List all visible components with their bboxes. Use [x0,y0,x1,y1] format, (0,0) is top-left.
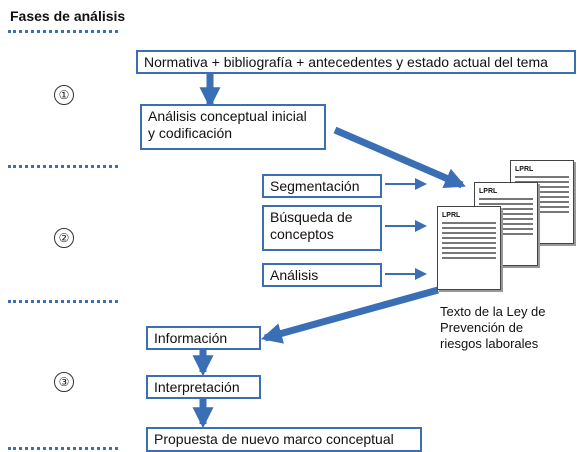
phase-1-marker: ① [54,85,74,105]
document-caption-line-1: Texto de la Ley de [440,304,546,319]
page-title: Fases de análisis [10,8,126,24]
phase-3-marker: ③ [54,372,74,392]
document-page-front: LPRL [437,206,501,290]
informacion-box: Información [146,326,261,350]
separator-bottom [8,447,118,450]
document-caption-line-2: Prevención de [440,320,524,335]
phase-2-marker: ② [54,228,74,248]
document-header: LPRL [479,188,498,195]
document-caption: Texto de la Ley de Prevención de riesgos… [440,304,576,352]
busqueda-conceptos-box: Búsqueda de conceptos [262,205,382,251]
analisis-box: Análisis [262,263,382,287]
analisis-inicial-box: Análisis conceptual inicial y codificaci… [140,104,326,150]
busqueda-line-1: Búsqueda de [270,209,353,225]
analisis-inicial-line-1: Análisis conceptual inicial [148,108,307,124]
analisis-inicial-line-2: y codificación [148,125,233,141]
document-header: LPRL [442,212,461,219]
separator-phase-1-2 [8,165,118,168]
busqueda-line-2: conceptos [270,226,334,242]
separator-phase-2-3 [8,300,118,303]
propuesta-box: Propuesta de nuevo marco conceptual [146,427,422,452]
document-header: LPRL [515,166,534,173]
normativa-box: Normativa + bibliografía + antecedentes … [136,50,576,74]
arrow-document-to-informacion [260,286,439,344]
interpretacion-box: Interpretación [146,375,261,399]
arrow-analisis-to-document [333,126,466,189]
separator-top [8,30,118,33]
segmentacion-box: Segmentación [262,174,382,198]
document-caption-line-3: riesgos laborales [440,336,539,351]
